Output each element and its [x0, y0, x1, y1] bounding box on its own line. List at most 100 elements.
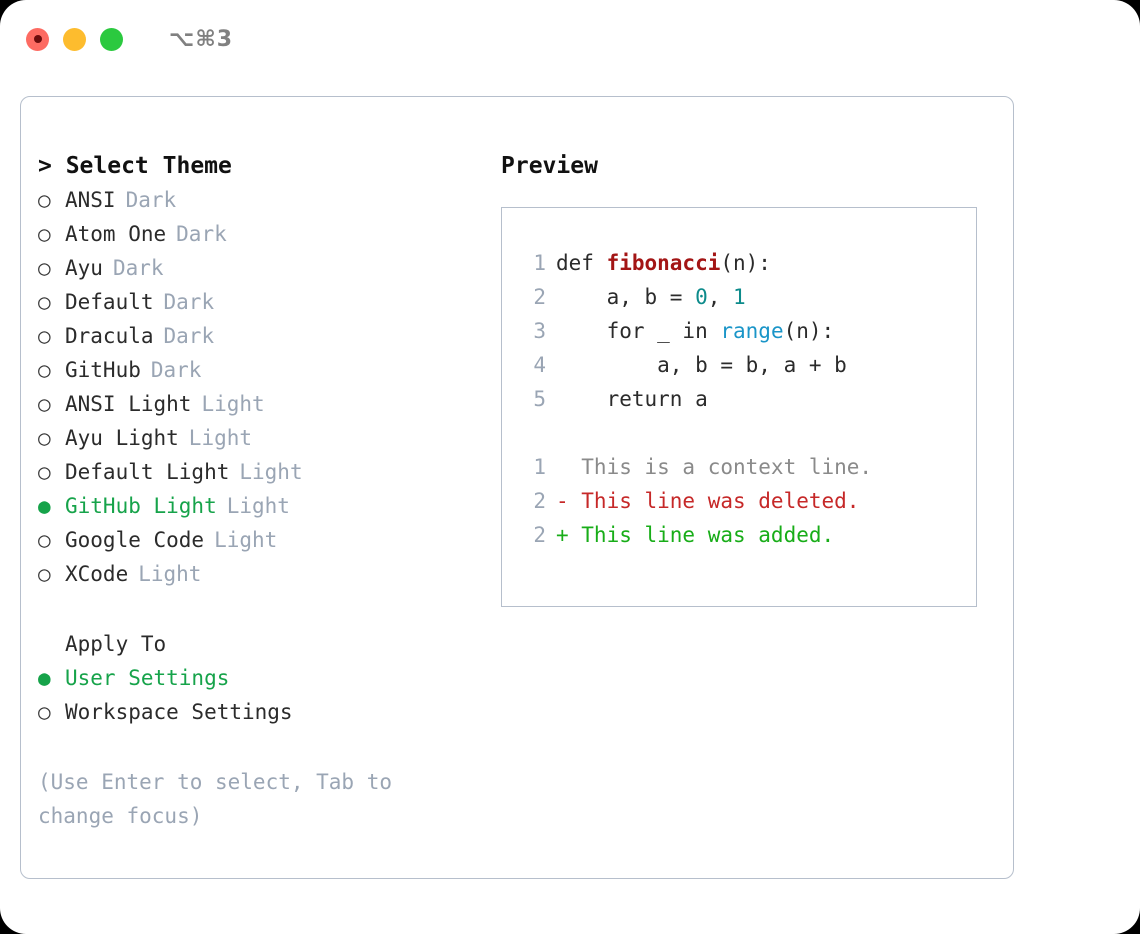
code-token-plain: a, b = b, a + b	[556, 353, 847, 377]
list-spacer	[38, 591, 478, 627]
theme-variant-tag: Dark	[163, 290, 215, 314]
close-window-button[interactable]	[26, 27, 49, 51]
theme-option-ansi[interactable]: ○ ANSI Dark	[38, 183, 478, 217]
code-token-plain: for _ in	[556, 319, 721, 343]
theme-option-label: Ayu Light	[65, 426, 179, 450]
radio-selected-icon: ●	[38, 666, 51, 690]
radio-unselected-icon: ○	[38, 188, 51, 212]
diff-line-add: 2 + This line was added.	[520, 518, 976, 552]
diff-line-text: This is a context line.	[556, 455, 873, 479]
radio-unselected-icon: ○	[38, 562, 51, 586]
title-bar: ⌥⌘3	[0, 0, 1140, 78]
apply-to-option-label: Workspace Settings	[65, 700, 293, 724]
code-token-num: 1	[733, 285, 746, 309]
code-token-num: 0	[695, 285, 708, 309]
code-line: 3 for _ in range(n):	[520, 314, 976, 348]
line-number: 1	[533, 251, 546, 275]
theme-option-github-light[interactable]: ● GitHub Light Light	[38, 489, 478, 523]
theme-option-github[interactable]: ○ GitHub Dark	[38, 353, 478, 387]
apply-to-option-list: ● User Settings ○ Workspace Settings	[38, 661, 478, 729]
theme-option-label: XCode	[65, 562, 129, 586]
line-number: 2	[533, 489, 546, 513]
radio-unselected-icon: ○	[38, 358, 51, 382]
code-token-plain: a, b =	[556, 285, 696, 309]
theme-option-label: GitHub Light	[65, 494, 217, 518]
theme-variant-tag: Light	[201, 392, 265, 416]
theme-option-google-code[interactable]: ○ Google Code Light	[38, 523, 478, 557]
theme-variant-tag: Light	[214, 528, 278, 552]
line-number: 5	[533, 387, 546, 411]
theme-variant-tag: Light	[226, 494, 290, 518]
code-line: 5 return a	[520, 382, 976, 416]
code-token-plain: return a	[556, 387, 708, 411]
theme-option-label: Dracula	[65, 324, 154, 348]
line-number: 2	[533, 523, 546, 547]
code-diff-spacer	[520, 416, 976, 450]
code-token-call: range	[720, 319, 784, 343]
diff-sample: 1 This is a context line. 2 - This line wa…	[520, 450, 976, 552]
theme-option-label: Atom One	[65, 222, 167, 246]
diff-line-text: + This line was added.	[556, 523, 835, 547]
theme-option-default[interactable]: ○ Default Dark	[38, 285, 478, 319]
radio-selected-icon: ●	[38, 494, 51, 518]
theme-option-dracula[interactable]: ○ Dracula Dark	[38, 319, 478, 353]
apply-to-option-label: User Settings	[65, 666, 230, 690]
theme-variant-tag: Dark	[150, 358, 202, 382]
code-token-plain: (n):	[783, 319, 835, 343]
radio-unselected-icon: ○	[38, 256, 51, 280]
theme-option-atom-one[interactable]: ○ Atom One Dark	[38, 217, 478, 251]
apply-to-marker	[38, 627, 65, 661]
diff-line-del: 2 - This line was deleted.	[520, 484, 976, 518]
radio-unselected-icon: ○	[38, 700, 51, 724]
line-number: 2	[533, 285, 546, 309]
theme-variant-tag: Dark	[112, 256, 164, 280]
line-number: 4	[533, 353, 546, 377]
preview-heading: Preview	[501, 153, 598, 179]
minimize-window-button[interactable]	[63, 27, 86, 51]
code-line: 1 def fibonacci(n):	[520, 246, 976, 280]
line-number: 3	[533, 319, 546, 343]
radio-unselected-icon: ○	[38, 426, 51, 450]
code-line: 2 a, b = 0, 1	[520, 280, 976, 314]
keyboard-hint-text: (Use Enter to select, Tab to change focu…	[38, 770, 393, 828]
theme-variant-tag: Dark	[176, 222, 227, 246]
theme-option-label: ANSI Light	[65, 392, 192, 416]
diff-line-text: - This line was deleted.	[556, 489, 860, 513]
code-token-fn: fibonacci	[606, 251, 721, 275]
theme-option-label: ANSI	[65, 188, 116, 212]
theme-option-label: GitHub	[65, 358, 141, 382]
theme-option-ayu-light[interactable]: ○ Ayu Light Light	[38, 421, 478, 455]
theme-option-label: Default	[65, 290, 154, 314]
code-line: 4 a, b = b, a + b	[520, 348, 976, 382]
traffic-lights	[26, 27, 123, 51]
maximize-window-button[interactable]	[100, 27, 123, 51]
apply-to-option-workspace-settings[interactable]: ○ Workspace Settings	[38, 695, 478, 729]
code-token-plain: def	[556, 251, 607, 275]
radio-unselected-icon: ○	[38, 222, 51, 246]
diff-line-ctx: 1 This is a context line.	[520, 450, 976, 484]
theme-variant-tag: Light	[188, 426, 253, 450]
code-token-plain: (n):	[720, 251, 771, 275]
keyboard-shortcut-label: ⌥⌘3	[169, 26, 234, 52]
theme-variant-tag: Light	[239, 460, 303, 484]
radio-unselected-icon: ○	[38, 324, 51, 348]
theme-variant-tag: Dark	[163, 324, 215, 348]
theme-option-ayu[interactable]: ○ Ayu Dark	[38, 251, 478, 285]
theme-option-label: Google Code	[65, 528, 205, 552]
code-token-plain: ,	[707, 285, 734, 309]
theme-variant-tag: Dark	[125, 188, 177, 212]
theme-option-label: Ayu	[65, 256, 103, 280]
apply-to-option-user-settings[interactable]: ● User Settings	[38, 661, 478, 695]
line-number: 1	[533, 455, 546, 479]
radio-unselected-icon: ○	[38, 460, 51, 484]
radio-unselected-icon: ○	[38, 528, 51, 552]
radio-unselected-icon: ○	[38, 290, 51, 314]
